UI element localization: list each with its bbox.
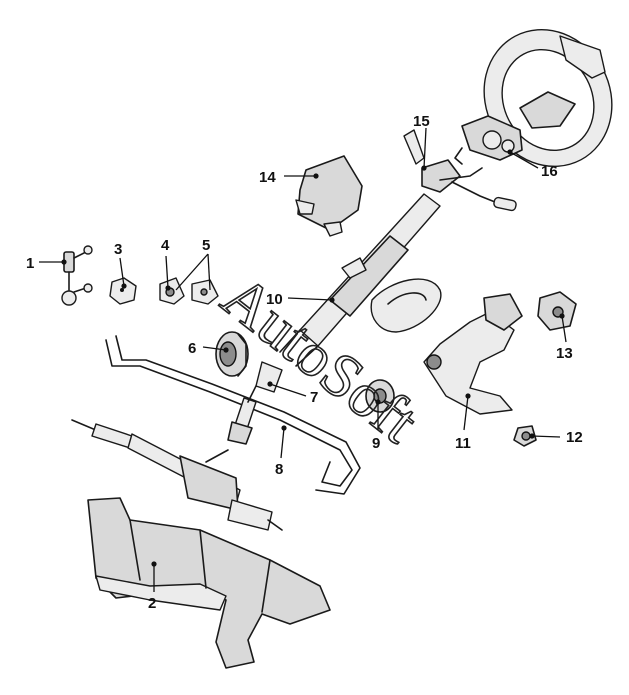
leader-dot-11 [465,393,471,399]
callout-5: 5 [202,237,210,254]
callout-8: 8 [275,461,283,478]
steering-wheel-drawing [483,28,613,168]
callout-7: 7 [310,389,318,406]
leader-8 [280,427,285,459]
combination-switch-drawing [454,115,523,165]
leader-dot-7 [267,381,273,387]
leader-dot-14 [313,173,319,179]
stalk-switch-drawing [403,129,517,212]
bracket-drawing [191,279,219,305]
leader-dot-12 [529,433,535,439]
callout-14: 14 [259,169,276,186]
leader-13 [561,315,567,343]
leader-10 [287,297,333,301]
leader-dot-2 [151,561,157,567]
leader-dot-4 [165,285,171,291]
leader-11 [463,395,469,431]
leader-12 [531,435,561,438]
clip-drawing [109,277,137,305]
callout-15: 15 [413,113,430,130]
leader-dot-15 [421,165,427,171]
callout-1: 1 [26,255,34,272]
callout-numbers: 1 2 3 4 5 6 7 8 9 10 11 12 13 14 15 16 [26,113,583,612]
leader-15 [423,127,427,169]
leader-6 [202,346,227,351]
leader-dot-16 [507,149,513,155]
steering-column-drawing [279,193,442,367]
lower-control-arm-drawing [423,293,523,415]
leader-dot-6 [223,347,229,353]
leader-dot-3 [121,283,127,289]
sub-frame-drawing [87,497,331,669]
callout-3: 3 [114,241,122,258]
stabilizer-bar-drawing [105,335,361,495]
rear-bushing-drawing [537,291,577,331]
callout-4: 4 [161,237,170,254]
leader-dot-8 [281,425,287,431]
leader-16 [509,151,539,169]
leader-7 [269,383,307,397]
leader-lines [39,127,567,592]
bushing-drawing [215,331,249,377]
leader-5b [207,253,211,291]
leader-4 [165,255,169,289]
leader-dot-1 [61,259,67,265]
callout-10: 10 [266,291,283,308]
stabilizer-link-drawing [61,245,93,306]
leader-3 [119,257,125,287]
callout-6: 6 [188,340,196,357]
leader-dot-10 [329,297,335,303]
bushing-bracket-drawing [159,277,185,305]
arm-bushing-drawing [365,379,395,413]
leader-dot-13 [559,313,565,319]
callout-11: 11 [455,435,471,452]
callout-2: 2 [148,595,156,612]
leader-dot-9 [375,399,381,405]
intermediate-shaft-drawing [227,361,283,445]
callout-12: 12 [566,429,583,446]
steering-rack-drawing [71,419,283,531]
leader-dots [61,149,565,567]
column-cover-drawing [295,155,363,237]
callout-13: 13 [556,345,573,362]
ball-joint-drawing [513,425,537,447]
callout-9: 9 [372,435,380,452]
callout-16: 16 [541,163,558,180]
leader-5a [175,253,209,291]
